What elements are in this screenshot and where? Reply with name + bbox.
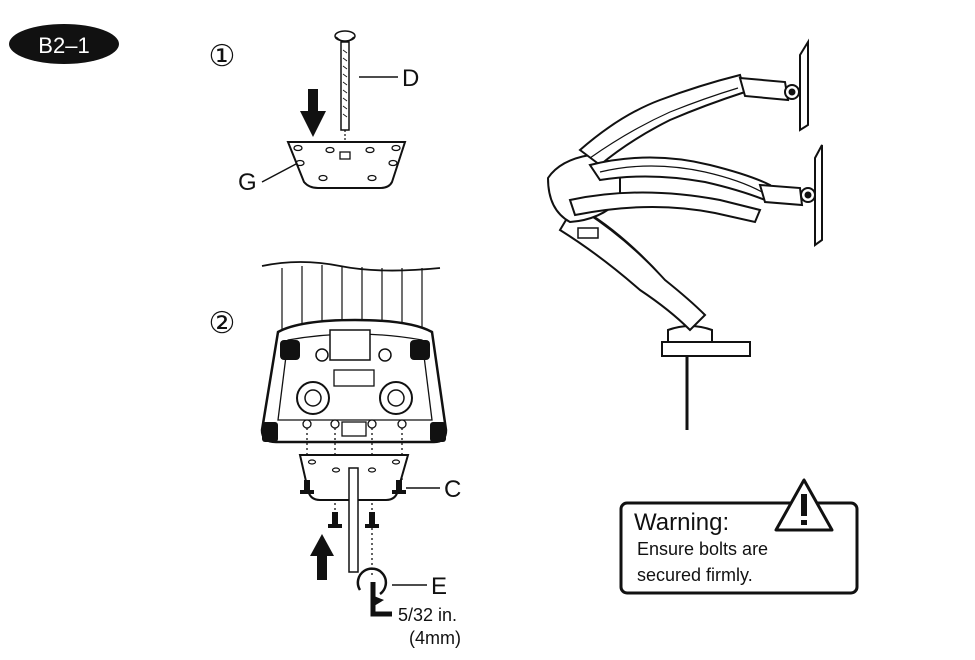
warning-box: Warning: Ensure bolts are secured firmly… [619, 478, 859, 595]
up-arrow-icon [310, 534, 334, 580]
bolt-d [334, 30, 356, 150]
label-d: D [402, 65, 419, 92]
base-housing [260, 318, 448, 444]
warning-title: Warning: [634, 509, 729, 536]
page-label-text: B2–1 [38, 33, 89, 58]
label-g: G [238, 169, 257, 196]
warning-line-2: secured firmly. [637, 565, 753, 585]
down-arrow-icon [300, 89, 326, 137]
exclamation-triangle-icon [774, 478, 834, 532]
page-label-badge: B2–1 [9, 24, 119, 64]
step-1-illustration: D G [238, 30, 419, 196]
step-1-number: ① [209, 40, 236, 73]
plate-g [286, 141, 407, 189]
monitor-arm-illustration [546, 38, 823, 430]
hex-key-e [356, 567, 392, 617]
hex-key-size-metric: (4mm) [409, 628, 461, 648]
bolt-d-installed [348, 467, 359, 573]
label-e: E [431, 573, 447, 600]
step-2-illustration: C E 5/32 in. (4mm) [260, 261, 461, 648]
column-pole [261, 261, 441, 340]
screw-c [300, 480, 406, 528]
warning-line-1: Ensure bolts are [637, 539, 768, 559]
step-2-number: ② [209, 307, 236, 340]
hex-key-size-imperial: 5/32 in. [398, 605, 457, 625]
label-c: C [444, 476, 461, 503]
